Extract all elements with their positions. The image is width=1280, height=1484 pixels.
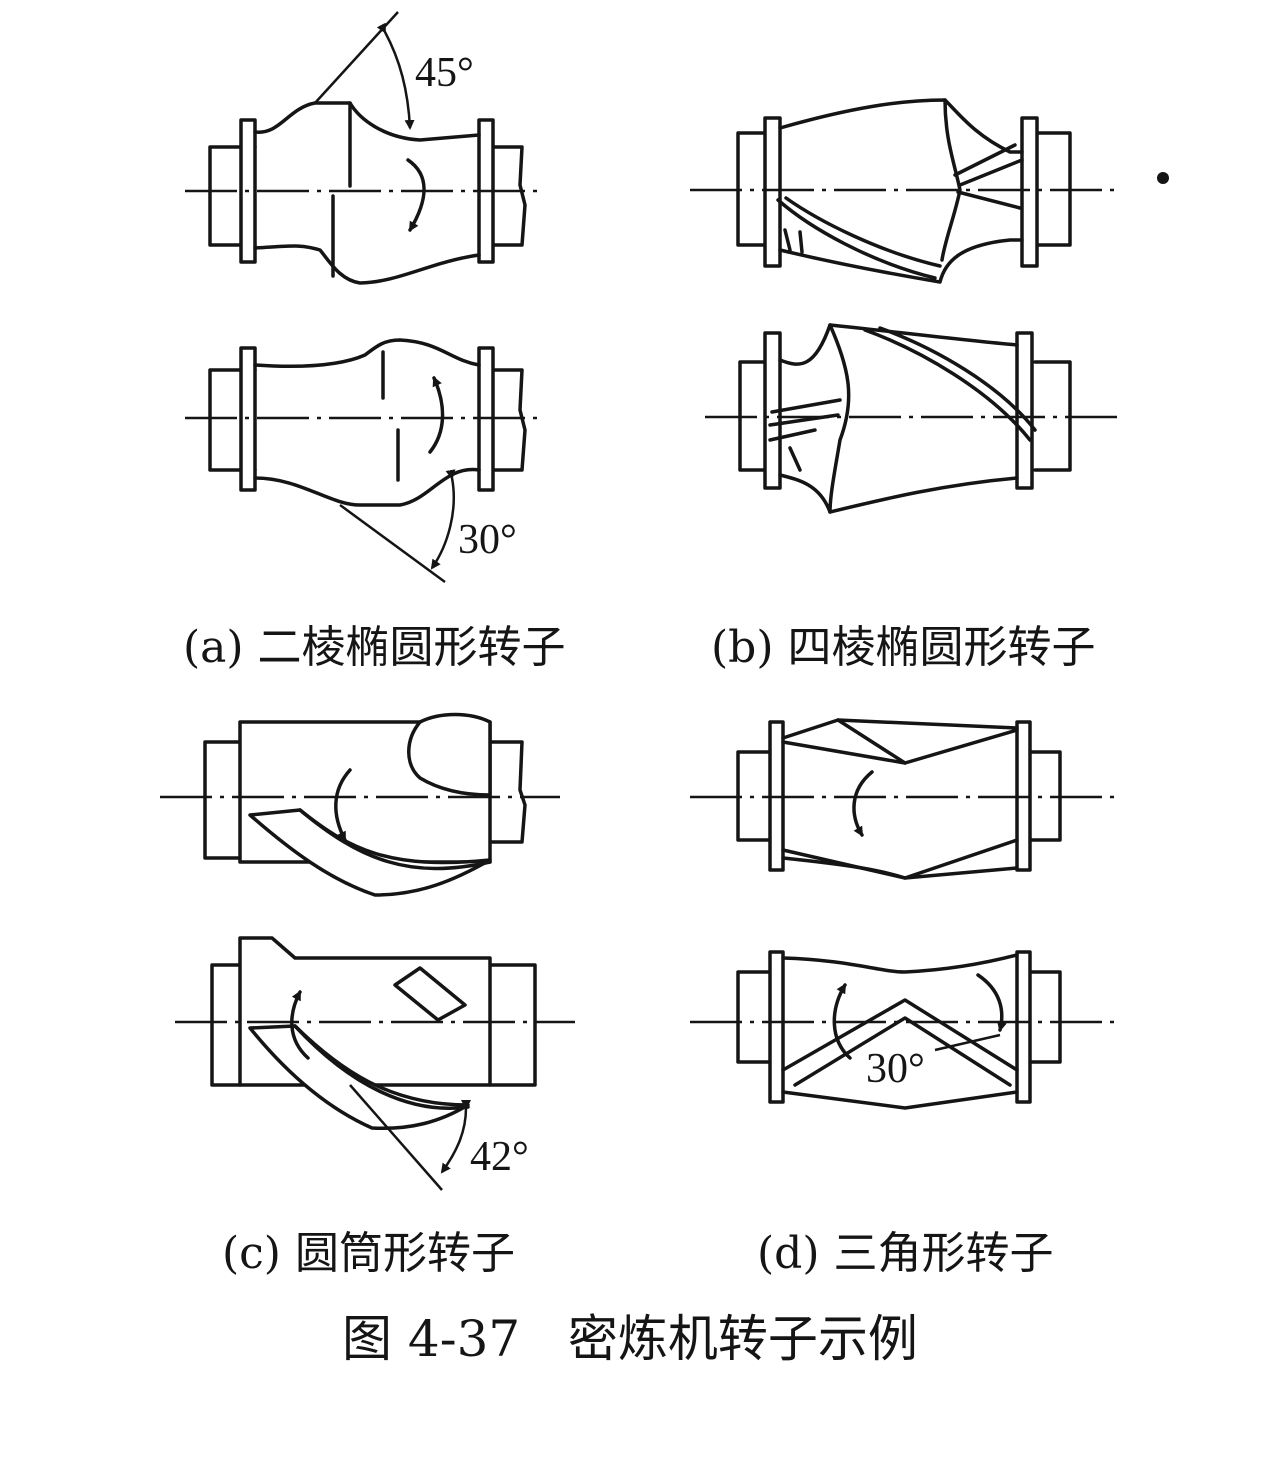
rotor-b-lower-drawing — [705, 323, 1120, 514]
angle-label-30a: 30° — [458, 517, 517, 563]
panel-a-label: (a) 二棱椭圆形转子 — [183, 622, 566, 673]
rotor-a-lower-drawing: 30° — [185, 338, 545, 584]
rotor-b: (b) 四棱椭圆形转子 — [690, 98, 1120, 673]
panel-b-label: (b) 四棱椭圆形转子 — [711, 622, 1095, 673]
angle-label-45: 45° — [415, 50, 474, 96]
rotor-b-upper-drawing — [690, 98, 1120, 284]
rotor-a: 45° 30° (a) 二棱椭圆形转子 — [183, 11, 566, 673]
figure-caption: 图 4-37 密炼机转子示例 — [342, 1310, 918, 1368]
angle-label-42: 42° — [470, 1134, 529, 1180]
rotor-a-upper-drawing: 45° — [185, 11, 545, 285]
rotor-c-lower-drawing: 42° — [175, 936, 575, 1191]
panel-c-label: (c) 圆筒形转子 — [222, 1228, 515, 1279]
rotor-d-lower-drawing: 30° — [690, 950, 1115, 1110]
scan-speck — [1157, 172, 1169, 184]
rotor-c: 42° (c) 圆筒形转子 — [160, 712, 575, 1279]
rotor-d: 30° (d) 三角形转子 — [690, 718, 1115, 1279]
rotor-d-upper-drawing — [690, 718, 1115, 880]
angle-label-30d: 30° — [866, 1046, 925, 1092]
panel-d-label: (d) 三角形转子 — [757, 1228, 1053, 1279]
rotor-c-upper-drawing — [160, 712, 560, 897]
